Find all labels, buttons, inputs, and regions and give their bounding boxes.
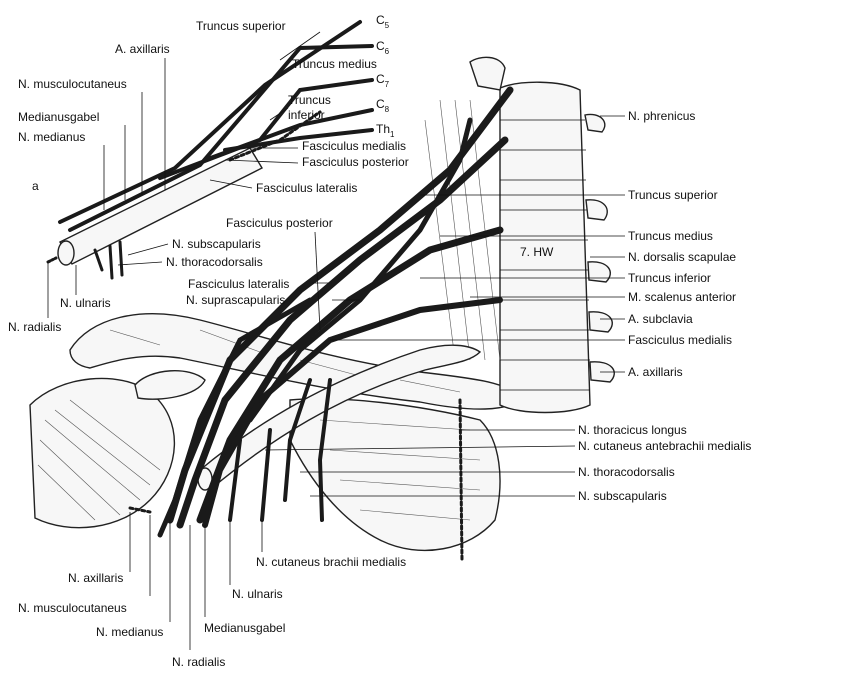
lead-fasciculus-posterior — [224, 159, 299, 164]
lead-fasciculus-lateralis — [209, 179, 253, 189]
label-inset-n-ulnaris: N. ulnaris — [60, 296, 111, 310]
label-a-subclavia: A. subclavia — [628, 312, 693, 326]
inset-nerve-stub-2 — [108, 244, 114, 280]
vertebral-column — [469, 56, 615, 414]
transverse-process-2 — [585, 199, 608, 221]
nerve-fasciculus-medialis — [202, 297, 503, 528]
label-n-thoracicus-longus: N. thoracicus longus — [578, 423, 687, 437]
label-main-n-suprascapularis: N. suprascapularis — [186, 293, 285, 307]
inset-nerve-stub-1 — [93, 248, 104, 272]
label-n-subscapularis: N. subscapularis — [578, 489, 667, 503]
label-inset-fasciculus-posterior: Fasciculus posterior — [302, 155, 409, 169]
atlas-top — [469, 56, 506, 91]
label-c7: C7 — [376, 72, 390, 89]
inset-nerve-radial-stub — [46, 256, 58, 264]
scapula — [289, 398, 501, 552]
scalenus-hatching — [424, 99, 501, 361]
inset-nerve-dotted — [228, 110, 322, 162]
label-inset-n-musculocutaneus: N. musculocutaneus — [18, 77, 127, 91]
nerve-fasciculus-lateralis — [157, 297, 313, 538]
label-truncus-inferior: Truncus inferior — [628, 271, 711, 285]
label-n-medianus: N. medianus — [96, 625, 163, 639]
vertebra-divisions — [500, 119, 590, 391]
inset-artery-end — [57, 240, 75, 266]
lead-n-cutaneus-antebrachii — [264, 445, 576, 451]
lead-truncus-superior — [279, 31, 321, 61]
transverse-process-4 — [588, 311, 613, 333]
lead-truncus-inferior — [269, 107, 289, 121]
inset-nerve-c5 — [58, 20, 362, 224]
label-medianusgabel: Medianusgabel — [204, 621, 285, 635]
nerve-axillaris-stub — [128, 506, 152, 514]
label-n-cutaneus-brachii-medialis: N. cutaneus brachii medialis — [256, 555, 406, 569]
label-fasciculus-medialis: Fasciculus medialis — [628, 333, 732, 347]
label-truncus-superior: Truncus superior — [628, 188, 718, 202]
label-inset-truncus-superior: Truncus superior — [196, 19, 286, 33]
rib-hatching — [319, 419, 481, 521]
label-inset-truncus-inferior-2: inferior — [288, 108, 325, 122]
nerve-thoracodorsalis — [283, 378, 312, 502]
label-truncus-medius: Truncus medius — [628, 229, 713, 243]
label-n-phrenicus: N. phrenicus — [628, 109, 695, 123]
label-inset-n-subscapularis: N. subscapularis — [172, 237, 261, 251]
humerus-hatching — [37, 399, 161, 521]
panel-label: a — [32, 179, 39, 193]
nerve-truncus-inferior — [196, 226, 504, 524]
label-inset-fasciculus-medialis: Fasciculus medialis — [302, 139, 406, 153]
label-th1: Th1 — [376, 122, 395, 139]
humerus-head — [29, 377, 176, 529]
label-inset-n-thoracodorsalis: N. thoracodorsalis — [166, 255, 263, 269]
nerve-cutaneus-brachii — [260, 428, 272, 522]
label-n-thoracodorsalis: N. thoracodorsalis — [578, 465, 675, 479]
label-n-ulnaris: N. ulnaris — [232, 587, 283, 601]
label-n-radialis: N. radialis — [172, 655, 225, 669]
label-a-axillaris: A. axillaris — [628, 365, 683, 379]
nerve-thoracicus-longus — [317, 378, 332, 522]
inset-nerve-th1 — [223, 128, 374, 152]
inset-panel: a C5 C6 C7 C8 Th1 Truncus superior A. ax… — [8, 13, 409, 334]
label-inset-truncus-inferior-1: Truncus — [288, 93, 331, 107]
label-inset-a-axillaris: A. axillaris — [115, 42, 170, 56]
label-inset-fasciculus-lateralis: Fasciculus lateralis — [256, 181, 357, 195]
nerve-dotted-thoracic — [458, 398, 464, 562]
label-n-cutaneus-antebrachii-medialis: N. cutaneus antebrachii medialis — [578, 439, 751, 453]
label-m-scalenus-anterior: M. scalenus anterior — [628, 290, 736, 304]
label-inset-truncus-medius: Truncus medius — [292, 57, 377, 71]
transverse-process-3 — [587, 261, 611, 283]
main-anatomy: Fasciculus posterior Fasciculus laterali… — [18, 56, 751, 669]
coracoid-process — [134, 370, 206, 400]
lead-n-thoracodorsalis — [117, 261, 163, 266]
inset-nerve-stub-3 — [118, 240, 124, 277]
lead-main-fasciculus-posterior — [314, 231, 321, 331]
label-inset-n-radialis: N. radialis — [8, 320, 61, 334]
label-n-dorsalis-scapulae: N. dorsalis scapulae — [628, 250, 736, 264]
label-main-fasciculus-lateralis: Fasciculus lateralis — [188, 277, 289, 291]
label-c8: C8 — [376, 97, 390, 114]
inset-nerve-c6 — [68, 44, 374, 232]
label-c6: C6 — [376, 39, 390, 56]
lead-n-subscapularis — [127, 243, 169, 256]
nerve-phrenicus-branch — [247, 117, 473, 423]
label-inset-n-medianus: N. medianus — [18, 130, 85, 144]
label-main-fasciculus-posterior: Fasciculus posterior — [226, 216, 333, 230]
transverse-process-1 — [584, 113, 606, 133]
clavicle-hatching — [109, 329, 461, 393]
label-vertebra-c7: 7. HW — [520, 245, 554, 259]
label-n-musculocutaneus: N. musculocutaneus — [18, 601, 127, 615]
label-inset-medianusgabel: Medianusgabel — [18, 110, 99, 124]
label-c5: C5 — [376, 13, 390, 30]
label-n-axillaris: N. axillaris — [68, 571, 123, 585]
nerve-ulnaris — [228, 438, 242, 522]
